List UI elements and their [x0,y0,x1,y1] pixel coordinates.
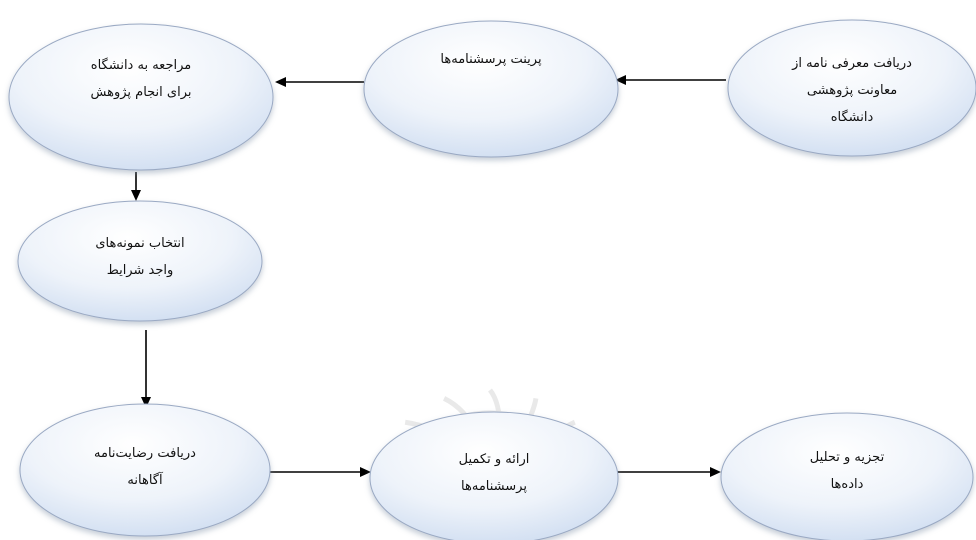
arrowhead [131,190,141,201]
node-visit-university [8,23,274,171]
node-text-line: برای انجام پژوهش [90,85,192,100]
node-label-print-questionnaires: پرینت پرسشنامه‌ها [384,46,598,73]
arrow-select-samples-to-informed-consent [141,330,151,408]
node-intro-letter [727,19,976,157]
node-text-line: پرینت پرسشنامه‌ها [440,52,542,67]
node-text-line: دانشگاه [830,110,874,125]
node-text-line: تجزیه و تحلیل [809,450,885,465]
arrow-informed-consent-to-complete-questionnaires [268,467,371,477]
node-label-informed-consent: دریافت رضایت‌نامه آگاهانه [40,440,250,494]
node-label-data-analysis: تجزیه و تحلیل داده‌ها [741,444,953,498]
arrowhead [275,77,286,87]
node-label-intro-letter: دریافت معرفی نامه از معاونت پژوهشی دانشگاه [748,50,956,131]
node-text-line: آگاهانه [127,473,163,488]
node-text-line: معاونت پژوهشی [806,83,898,98]
node-text-line: مراجعه به دانشگاه [90,58,192,73]
node-text-line: دریافت رضایت‌نامه [94,446,196,461]
node-data-analysis [720,412,974,540]
node-text-line: ارائه و تکمیل [458,452,530,467]
arrow-print-questionnaires-to-visit-university [275,77,364,87]
node-select-samples [17,200,263,322]
node-text-line: دریافت معرفی نامه از [792,56,912,71]
node-text-line: انتخاب نمونه‌های [95,236,185,251]
arrow-complete-questionnaires-to-data-analysis [616,467,721,477]
node-complete-questionnaires [369,411,619,540]
node-label-select-samples: انتخاب نمونه‌های واجد شرایط [38,230,242,284]
arrow-intro-letter-to-print-questionnaires [615,75,726,85]
arrow-visit-university-to-select-samples [131,172,141,201]
node-label-visit-university: مراجعه به دانشگاه برای انجام پژوهش [29,52,253,106]
arrowhead [141,397,151,408]
node-informed-consent [19,403,271,537]
node-text-line: واجد شرایط [106,263,174,278]
node-text-line: داده‌ها [830,477,864,492]
arrowhead [615,75,626,85]
node-text-line: پرسشنامه‌ها [461,479,527,494]
arrowhead [360,467,371,477]
node-print-questionnaires [363,20,619,158]
arrowhead [710,467,721,477]
node-label-complete-questionnaires: ارائه و تکمیل پرسشنامه‌ها [390,446,598,500]
